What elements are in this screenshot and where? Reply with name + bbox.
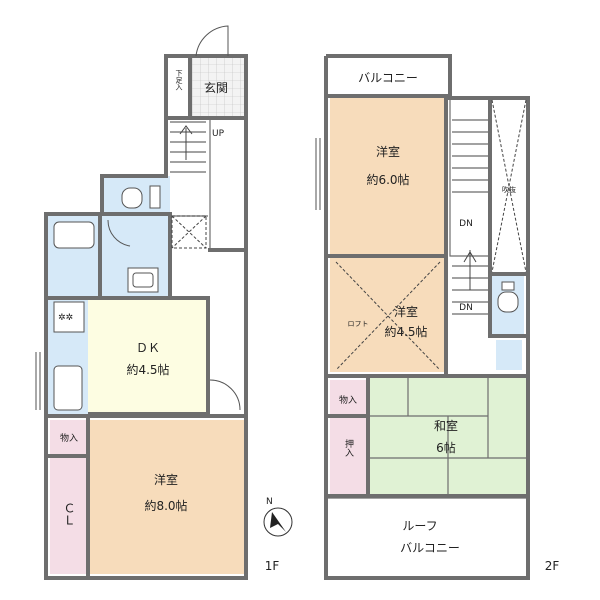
door-toilet — [107, 219, 131, 247]
floor-1f: ✲✲ 下足入 玄関 UP ＤＫ 約4.5帖 物入 ＣＬ 洋室 約8.0帖 1F — [35, 25, 280, 580]
label-closet-1f: ＣＬ — [62, 502, 76, 526]
toilet-icon — [121, 185, 161, 209]
label-dk-size: 約4.5帖 — [126, 362, 169, 377]
sink-icon — [127, 267, 159, 293]
svg-text:N: N — [266, 497, 273, 507]
wall-1f-outer — [44, 54, 248, 580]
label-dk-name: ＤＫ — [136, 341, 160, 355]
label-western-8-size: 約8.0帖 — [144, 498, 187, 513]
floor-2f: バルコニー 洋室 約6.0帖 洋室 約4.5帖 ロフト 吹抜 DN DN 物入 … — [315, 54, 560, 580]
door-dk — [209, 379, 241, 411]
label-floor-2f: 2F — [545, 559, 560, 573]
label-stairs-down-1: DN — [459, 219, 473, 229]
room-dk — [88, 298, 206, 414]
room-shoe-cabinet — [168, 58, 190, 116]
toilet-2f-icon — [497, 281, 519, 313]
label-storage-2f: 物入 — [339, 394, 357, 406]
tatami-lines — [370, 378, 526, 494]
wall-2f-inner — [326, 94, 528, 498]
label-western-6-size: 約6.0帖 — [366, 172, 409, 187]
wall-1f-thin — [170, 118, 211, 250]
window-2f — [315, 138, 321, 210]
label-floor-1f: 1F — [265, 559, 280, 573]
label-roof-balcony-1: ルーフ — [402, 519, 437, 533]
room-roof-balcony — [326, 498, 528, 578]
room-small-2f — [496, 340, 522, 370]
void-cross — [491, 99, 527, 273]
room-storage-2f — [330, 380, 366, 416]
kitchen-sink-icon — [53, 365, 83, 411]
label-roof-balcony-2: バルコニー — [400, 541, 460, 555]
wall-1f-inner — [46, 56, 246, 578]
bathtub-icon — [53, 221, 95, 249]
wall-2f-outer — [324, 54, 530, 580]
room-western-8 — [88, 420, 244, 574]
room-closet-1f — [50, 458, 88, 574]
stairs-1f — [170, 121, 207, 249]
label-stairs-up: UP — [212, 129, 225, 139]
svg-text:✲✲: ✲✲ — [58, 313, 73, 323]
room-entrance-floor — [190, 58, 244, 116]
label-western-8-name: 洋室 — [154, 472, 178, 487]
label-western-45-name: 洋室 — [394, 304, 418, 319]
door-entrance — [195, 25, 229, 57]
label-oshiire: 押入 — [343, 438, 354, 457]
wall-2f-thin — [326, 98, 528, 499]
stove-icon: ✲✲ — [53, 301, 85, 333]
window-1f — [35, 352, 41, 410]
label-shoe-cabinet: 下足入 — [175, 70, 183, 91]
room-storage-1f — [50, 420, 88, 454]
label-loft: ロフト — [348, 320, 369, 328]
label-entrance: 玄関 — [204, 80, 228, 95]
label-western-6-name: 洋室 — [376, 144, 400, 159]
label-storage-1f: 物入 — [60, 432, 78, 444]
label-stairs-down-2: DN — [459, 303, 473, 313]
room-western-6 — [330, 98, 444, 254]
label-japanese-name: 和室 — [434, 418, 458, 433]
room-oshiire — [330, 418, 366, 494]
room-balcony-top — [326, 56, 448, 96]
compass-north-icon: N — [263, 497, 293, 537]
stairs-2f — [452, 119, 488, 315]
label-void: 吹抜 — [502, 185, 516, 194]
label-japanese-size: 6帖 — [436, 440, 456, 455]
label-western-45-size: 約4.5帖 — [384, 324, 427, 339]
room-western-45 — [330, 258, 444, 372]
label-balcony-top: バルコニー — [358, 71, 418, 85]
